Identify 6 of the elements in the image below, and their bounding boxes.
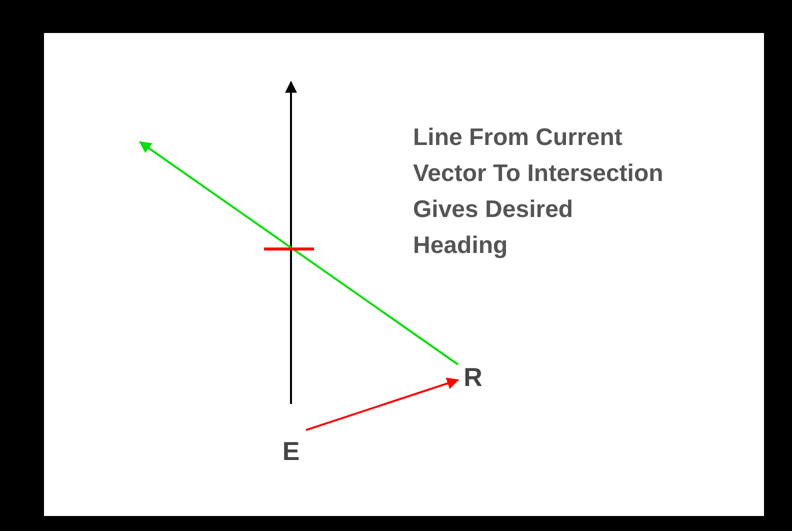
vector-arrow <box>139 141 459 366</box>
point-label: R <box>464 362 482 392</box>
vector-arrow <box>285 80 297 404</box>
point-label: E <box>282 436 300 466</box>
note-text: Line From Current Vector To Intersection Gives Desired Heading <box>413 123 664 261</box>
vector-arrow <box>306 378 460 431</box>
